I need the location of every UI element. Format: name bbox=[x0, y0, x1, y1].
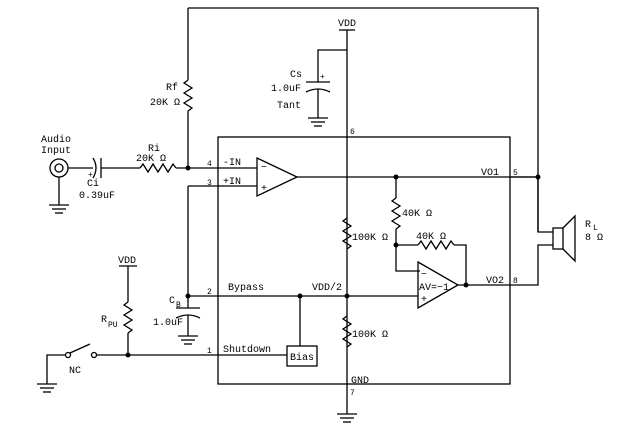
bias-block bbox=[286, 345, 318, 367]
vdd-half-label: VDD/2 bbox=[312, 282, 342, 294]
cs-name-label: Cs bbox=[290, 70, 302, 81]
svg-text:PU: PU bbox=[108, 321, 118, 330]
r100k-upper-label: 100K Ω bbox=[352, 233, 388, 244]
pin4-label: 4 bbox=[207, 160, 212, 169]
vo1-label: VO1 bbox=[481, 168, 499, 179]
rl-value-label: 8 Ω bbox=[585, 233, 603, 244]
resistor-100k-lower bbox=[341, 315, 353, 348]
bias-label: Bias bbox=[290, 352, 314, 364]
speaker-icon bbox=[552, 227, 564, 250]
cs-top-wire bbox=[317, 49, 347, 82]
ri-resistor bbox=[139, 162, 177, 174]
switch-contact-right bbox=[90, 351, 98, 359]
ic-package-outline bbox=[217, 136, 511, 385]
svg-text:+: + bbox=[421, 295, 427, 306]
vo2-wire bbox=[458, 244, 553, 286]
vdd-top-label: VDD bbox=[338, 19, 356, 30]
rpu-resistor bbox=[122, 301, 134, 334]
pin1-label: 1 bbox=[207, 347, 212, 356]
vo2-label: VO2 bbox=[486, 276, 504, 287]
resistor-40k-vertical bbox=[390, 197, 402, 230]
vdd-pu-label: VDD bbox=[118, 256, 136, 267]
audio-input-label-2: Input bbox=[41, 146, 71, 157]
svg-text:L: L bbox=[593, 224, 598, 233]
svg-text:−: − bbox=[421, 270, 427, 281]
resistor-100k-upper bbox=[341, 217, 353, 250]
cs-type-label: Tant bbox=[277, 101, 301, 112]
switch-contact-left bbox=[64, 351, 72, 359]
ci-name-label: Ci bbox=[87, 178, 99, 190]
rf-resistor bbox=[182, 79, 194, 112]
resistor-40k-feedback bbox=[417, 239, 455, 251]
pin8-label: 8 bbox=[513, 277, 518, 286]
rl-name-label: R bbox=[585, 220, 591, 231]
audio-input-label-1: Audio bbox=[41, 134, 71, 146]
shutdown-label: Shutdown bbox=[223, 344, 271, 356]
ri-name-label: Ri bbox=[148, 143, 160, 155]
cb-name-label: C bbox=[169, 296, 175, 307]
cs-value-label: 1.0uF bbox=[271, 84, 301, 95]
amplifier-2-triangle bbox=[417, 260, 460, 310]
svg-text:+: + bbox=[261, 184, 267, 195]
amplifier-1-triangle bbox=[256, 156, 299, 198]
speaker-top-wire bbox=[537, 177, 553, 233]
audio-jack-icon[interactable] bbox=[49, 158, 69, 178]
nc-switch-lever[interactable] bbox=[69, 343, 91, 354]
r40k-vertical-label: 40K Ω bbox=[402, 209, 432, 220]
ri-value-label: 20K Ω bbox=[136, 154, 166, 165]
svg-text:−: − bbox=[261, 163, 267, 174]
pin7-label: 7 bbox=[350, 389, 355, 398]
r40k-feedback-label: 40K Ω bbox=[416, 232, 446, 243]
r100k-lower-label: 100K Ω bbox=[352, 330, 388, 341]
plus-in-label: +IN bbox=[223, 177, 241, 188]
svg-text:+: + bbox=[88, 171, 93, 180]
feedback-top-wire bbox=[188, 7, 539, 232]
nc-label: NC bbox=[69, 366, 81, 377]
gnd-label: GND bbox=[351, 376, 369, 387]
rf-name-label: Rf bbox=[166, 82, 178, 94]
pin3-label: 3 bbox=[207, 179, 212, 188]
switch-ground-wire bbox=[46, 354, 66, 384]
cb-value-label: 1.0uF bbox=[153, 318, 183, 329]
bypass-label: Bypass bbox=[228, 283, 264, 294]
pin2-label: 2 bbox=[207, 288, 212, 297]
pin5-label: 5 bbox=[513, 169, 518, 178]
rpu-name-label: R bbox=[101, 315, 107, 326]
svg-text:+: + bbox=[320, 73, 325, 82]
pin6-label: 6 bbox=[350, 128, 355, 137]
rf-value-label: 20K Ω bbox=[150, 98, 180, 109]
svg-text:B: B bbox=[176, 301, 181, 310]
minus-in-label: -IN bbox=[223, 158, 241, 169]
av-label: AV=−1 bbox=[419, 283, 449, 294]
ci-value-label: 0.39uF bbox=[79, 191, 115, 202]
junction-dot bbox=[185, 165, 191, 171]
ci-plate-curved bbox=[92, 157, 97, 179]
